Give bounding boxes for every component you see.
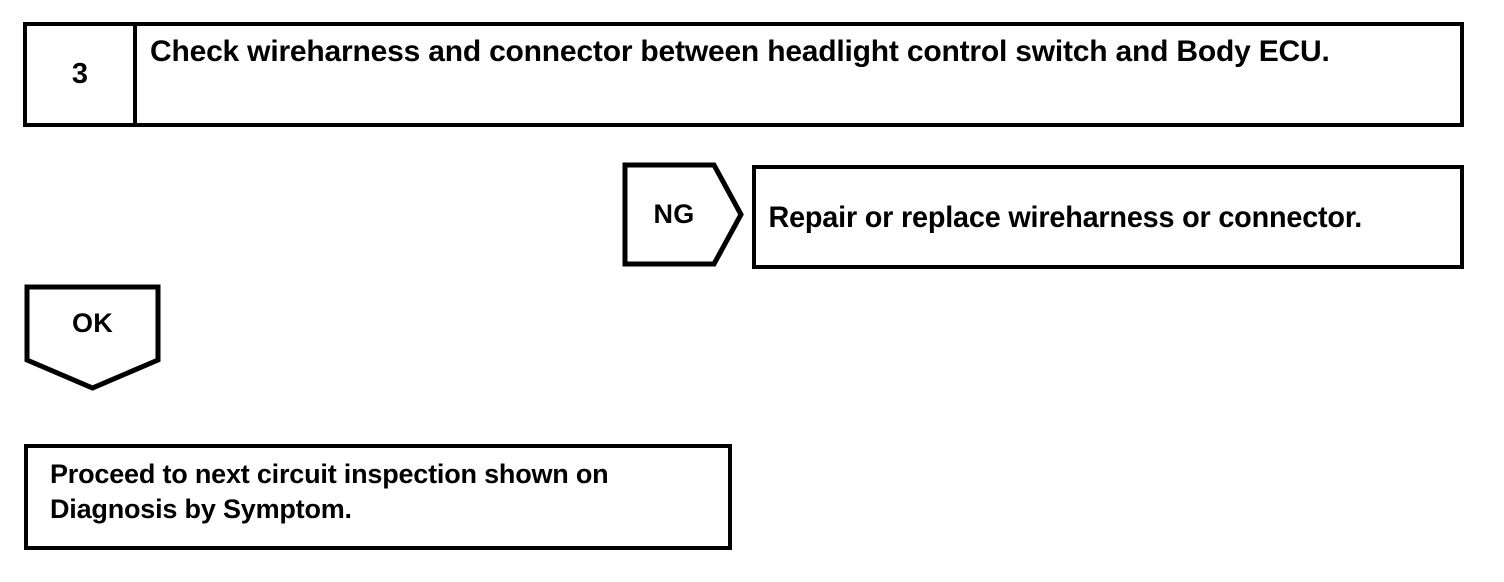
ok-arrow-shape: [24, 284, 161, 391]
step-number: 3: [71, 58, 89, 90]
step-row: 3 Check wireharness and connector betwee…: [23, 22, 1464, 127]
ok-result-text: Proceed to next circuit inspection shown…: [50, 459, 609, 524]
step-number-cell: 3: [27, 26, 137, 123]
ng-branch-label: NG: [622, 162, 726, 267]
ng-result-text: Repair or replace wireharness or connect…: [768, 200, 1363, 234]
ng-branch-label-text: NG: [653, 199, 695, 229]
ok-branch-label: OK: [24, 284, 161, 362]
step-instruction-text: Check wireharness and connector between …: [150, 35, 1330, 68]
ok-branch-label-text: OK: [71, 307, 114, 338]
ok-result-box: Proceed to next circuit inspection shown…: [24, 444, 732, 550]
step-instruction-cell: Check wireharness and connector between …: [137, 26, 1460, 123]
ng-result-box: Repair or replace wireharness or connect…: [752, 165, 1464, 269]
ng-arrow-shape: [622, 162, 744, 267]
